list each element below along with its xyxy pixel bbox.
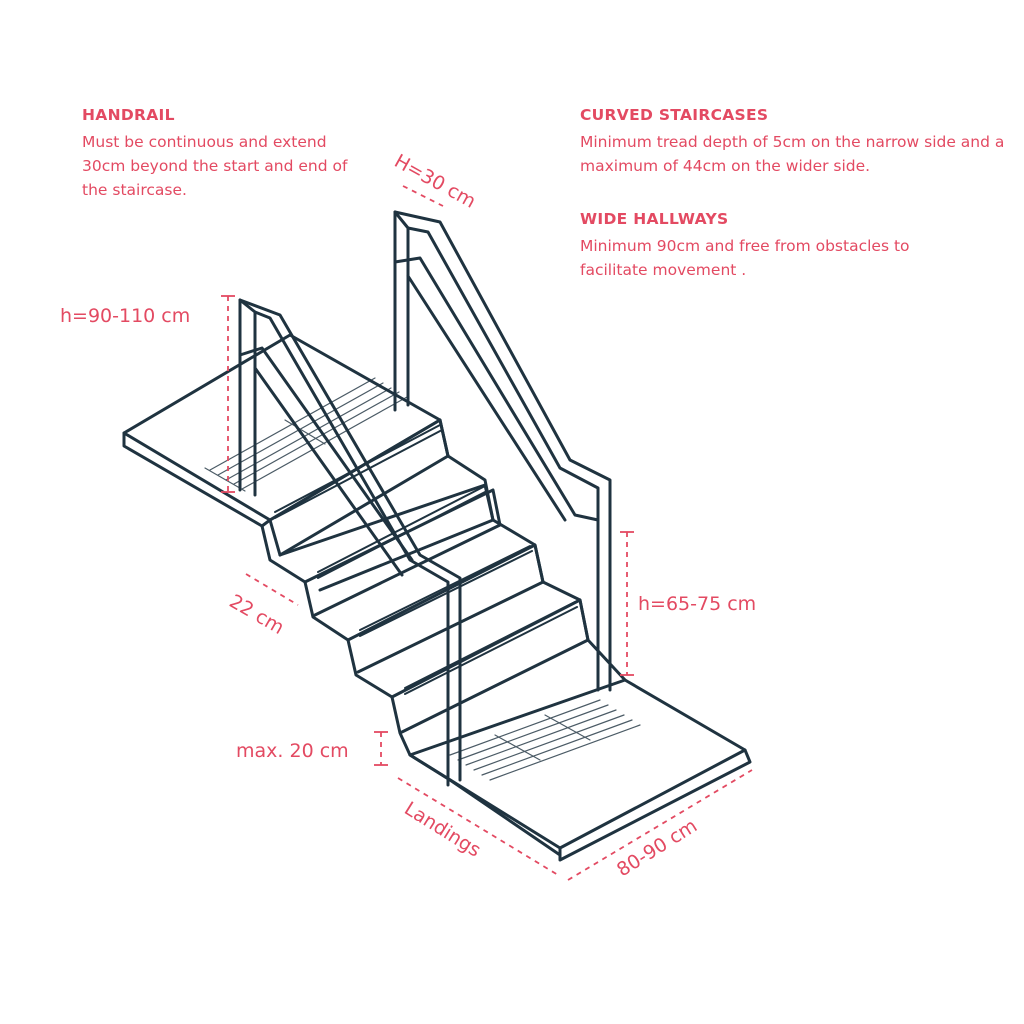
step-2 <box>303 488 502 617</box>
lower-tactile-strip <box>449 699 641 781</box>
label-rail-extension: H=30 cm <box>391 150 480 213</box>
dim-landings <box>397 777 559 876</box>
upper-tactile-strip <box>204 377 408 492</box>
note-curved-text: Minimum tread depth of 5cm on the narrow… <box>580 133 1005 175</box>
note-handrail: HANDRAIL Must be continuous and extend 3… <box>82 106 372 202</box>
step-4 <box>390 598 590 734</box>
note-curved-staircases: CURVED STAIRCASES Minimum tread depth of… <box>580 106 1010 178</box>
label-landings: Landings <box>400 798 484 862</box>
label-riser-height: max. 20 cm <box>236 740 349 762</box>
label-rail-height-upper: h=90-110 cm <box>60 305 190 327</box>
left-handrail <box>238 298 462 787</box>
step-3 <box>346 543 545 674</box>
label-tread-depth: 22 cm <box>226 590 288 639</box>
note-hallways-text: Minimum 90cm and free from obstacles to … <box>580 237 910 279</box>
note-handrail-title: HANDRAIL <box>82 106 175 124</box>
upper-landing-top <box>122 333 442 522</box>
upper-landing-front <box>122 431 272 528</box>
note-wide-hallways: WIDE HALLWAYS Minimum 90cm and free from… <box>580 210 980 282</box>
dim-extension <box>402 185 444 207</box>
note-handrail-text: Must be continuous and extend 30cm beyon… <box>82 133 348 199</box>
dimension-lines <box>227 185 753 881</box>
note-curved-title: CURVED STAIRCASES <box>580 106 769 124</box>
label-rail-height-lower: h=65-75 cm <box>638 593 756 615</box>
note-hallways-title: WIDE HALLWAYS <box>580 210 729 228</box>
right-handrail <box>393 210 612 692</box>
staircase-drawing <box>122 210 752 862</box>
lower-landing-front <box>558 748 752 862</box>
dim-tread <box>245 573 299 606</box>
dim-width <box>567 769 753 881</box>
